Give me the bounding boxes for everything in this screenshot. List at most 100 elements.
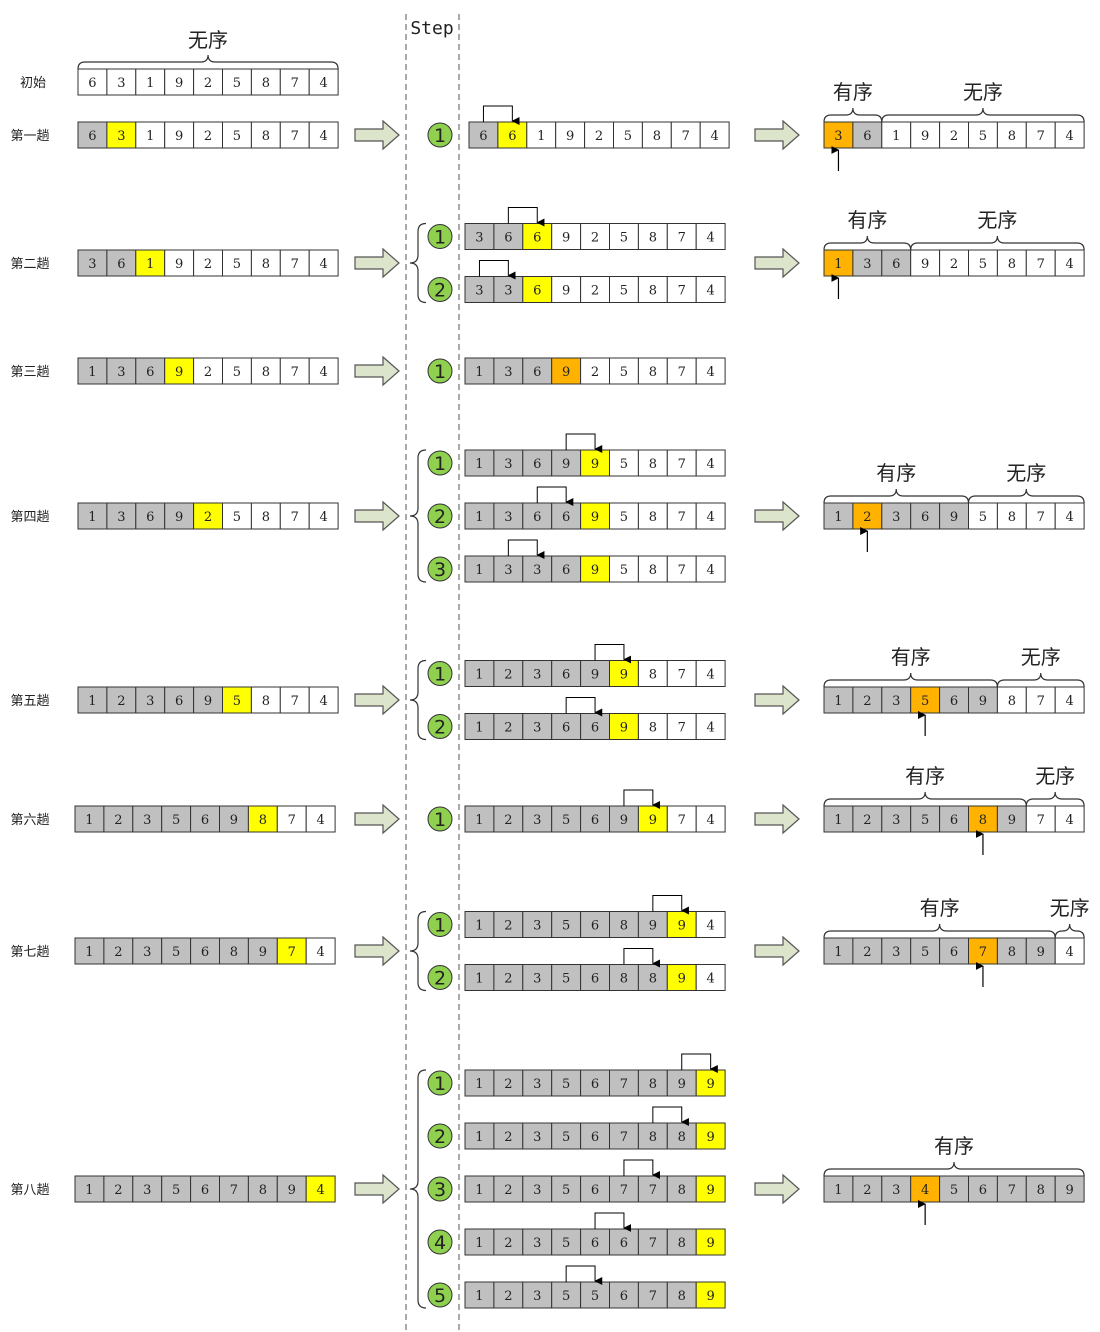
cell-value: 7 — [678, 563, 686, 578]
array-cell — [247, 937, 278, 965]
array-cell — [74, 805, 105, 833]
array-cell — [77, 121, 108, 149]
cell-value: 7 — [678, 231, 686, 246]
cell-value: 8 — [678, 1183, 686, 1198]
array-cell — [106, 249, 137, 277]
array-cell — [1025, 121, 1056, 149]
shift-arrow — [507, 539, 545, 559]
array-cell — [551, 1228, 582, 1256]
cell-value: 3 — [533, 1130, 541, 1145]
cell-value: 3 — [892, 510, 900, 525]
cell-value: 2 — [504, 1236, 512, 1251]
step-number-circle — [427, 556, 453, 582]
array-cell — [996, 1175, 1027, 1203]
unordered-label: 无序 — [977, 208, 1017, 232]
step-number-circle — [427, 714, 453, 739]
array-cell — [666, 449, 697, 477]
cell-value: 4 — [707, 284, 715, 299]
cell-value: 6 — [591, 721, 599, 736]
cell-value: 8 — [678, 1236, 686, 1251]
cell-value: 3 — [504, 284, 512, 299]
cell-value: 3 — [533, 1289, 541, 1304]
ordered-label: 有序 — [876, 461, 916, 485]
array-cell — [637, 805, 668, 833]
cell-value: 6 — [950, 694, 958, 709]
cell-value: 9 — [950, 510, 958, 525]
shift-arrow — [507, 207, 545, 227]
cell-value: 7 — [1037, 257, 1045, 272]
shift-arrow — [652, 1106, 689, 1126]
array-cell — [464, 1069, 495, 1097]
array-cell — [996, 502, 1027, 530]
ordered-brace — [823, 791, 1027, 807]
cell-value: 8 — [649, 972, 657, 987]
array-cell — [968, 1175, 998, 1203]
array-cell — [305, 1175, 336, 1203]
cell-value: 7 — [291, 510, 299, 525]
ordered-label: 有序 — [833, 80, 873, 104]
shift-arrow — [565, 1265, 603, 1285]
cell-value: 8 — [262, 129, 270, 144]
cell-value: 6 — [88, 129, 96, 144]
cell-value: 6 — [508, 129, 516, 144]
array-cell — [305, 805, 336, 833]
step-number: 4 — [434, 1232, 446, 1254]
ordered-label: 有序 — [920, 896, 960, 920]
array-cell — [580, 555, 610, 583]
step-number: 1 — [434, 227, 446, 249]
row-label-pass: 第二趟 — [10, 257, 49, 272]
cell-value: 1 — [475, 1236, 483, 1251]
array-cell — [279, 686, 310, 714]
cell-value: 7 — [620, 1130, 628, 1145]
cell-value: 2 — [591, 284, 599, 299]
step-number-circle — [427, 277, 453, 302]
unordered-brace — [996, 672, 1085, 688]
array-cell — [1025, 502, 1056, 530]
step-number-circle — [427, 503, 453, 529]
cell-value: 9 — [1066, 1183, 1074, 1198]
cell-value: 8 — [649, 1130, 657, 1145]
cell-value: 8 — [1008, 694, 1016, 709]
array-cell — [250, 68, 281, 96]
cell-value: 4 — [320, 257, 328, 272]
cell-value: 9 — [175, 365, 183, 380]
cell-value: 5 — [562, 1236, 570, 1251]
step-number: 5 — [434, 1285, 446, 1307]
cell-value: 8 — [620, 972, 628, 987]
array-cell — [852, 502, 883, 530]
shift-arrow — [623, 789, 661, 809]
array-cell — [609, 964, 639, 991]
unordered-brace — [910, 235, 1085, 251]
array-cell — [609, 805, 639, 833]
cell-value: 3 — [892, 945, 900, 960]
cell-value: 3 — [533, 563, 541, 578]
array-cell — [308, 357, 339, 385]
array-cell — [580, 1228, 610, 1256]
unordered-brace — [881, 107, 1085, 123]
cell-value: 2 — [863, 1183, 871, 1198]
array-cell — [695, 713, 726, 740]
cell-value: 7 — [678, 457, 686, 472]
cell-value: 1 — [475, 972, 483, 987]
step-number: 2 — [434, 968, 446, 990]
cell-value: 9 — [566, 129, 574, 144]
cell-value: 2 — [863, 813, 871, 828]
arrow-to-steps — [354, 355, 400, 387]
array-cell — [464, 1122, 495, 1150]
cell-value: 2 — [591, 365, 599, 380]
cell-value: 1 — [834, 694, 842, 709]
cell-value: 7 — [678, 365, 686, 380]
cell-value: 9 — [678, 972, 686, 987]
cell-value: 6 — [504, 231, 512, 246]
cell-value: 2 — [950, 257, 958, 272]
cell-value: 8 — [230, 945, 238, 960]
cell-value: 4 — [707, 510, 715, 525]
cell-value: 9 — [620, 721, 628, 736]
cell-value: 3 — [475, 231, 483, 246]
array-cell — [580, 1069, 610, 1097]
ordered-brace — [823, 672, 998, 688]
